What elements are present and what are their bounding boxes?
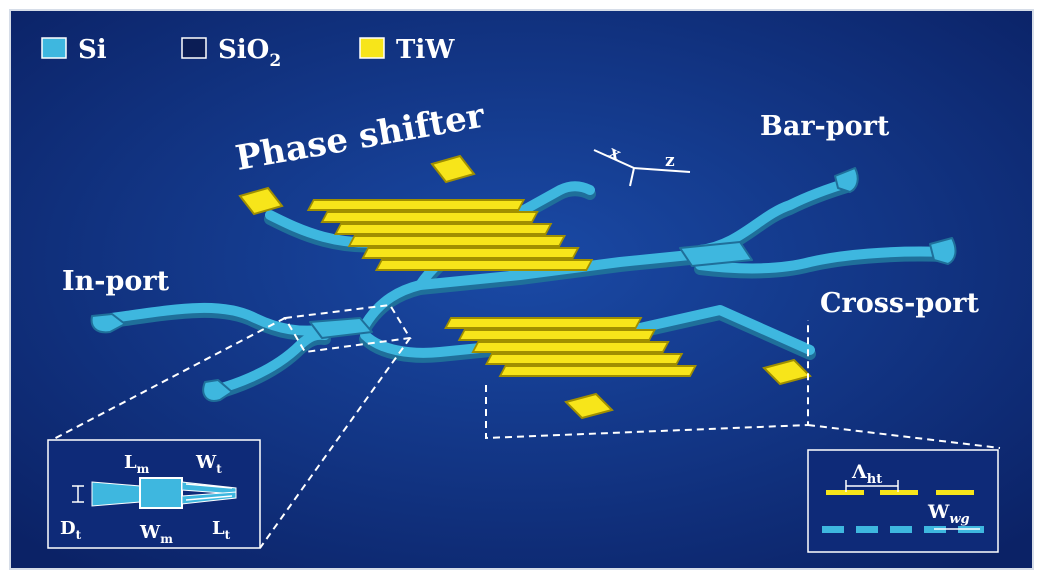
legend-swatch-si: [41, 37, 67, 59]
inset-heater-strips: [826, 490, 974, 495]
legend-label-sio2: SiO2: [218, 35, 281, 71]
grating-coupler-in-lower: [202, 379, 233, 402]
legend-label-tiw: TiW: [396, 35, 455, 65]
heater-upper-bar-6: [374, 259, 594, 271]
inset-wg-strip-2: [856, 526, 878, 533]
grating-coupler-in: [90, 313, 126, 334]
inset-heater: Λht Wwg: [807, 449, 999, 553]
inset-heater-strip-3: [936, 490, 974, 495]
inset-wt-label: Wt: [195, 452, 222, 476]
zoom-lines: [47, 303, 1001, 549]
inset-coupler: Lm Wt Dt Wm Lt: [47, 439, 261, 549]
heater-upper-bar-2: [320, 211, 539, 223]
inset-heater-strip-2: [880, 490, 918, 495]
inset-heater-frame: [807, 449, 999, 553]
output-coupler: [679, 241, 753, 267]
heater-upper-bar-4: [347, 235, 567, 247]
heater-upper-bar-3: [334, 223, 553, 235]
heater-lower-bar-4: [484, 353, 684, 365]
inset-wm-label: Wm: [139, 522, 173, 546]
heater-lower-bar-5: [498, 365, 697, 377]
heater-lower-pad-left: [564, 392, 614, 420]
upper-arm-waveguide: [360, 250, 695, 330]
heater-lower-bar-3: [471, 341, 670, 353]
axis-tick: [629, 167, 635, 187]
legend: Si SiO2 TiW: [41, 35, 455, 71]
heater-lower: [444, 317, 812, 420]
grating-coupler-bar: [834, 167, 859, 193]
inset-wwg-label: Wwg: [927, 501, 970, 527]
label-cross-port: Cross-port: [820, 288, 979, 319]
heater-upper-pad-right: [430, 154, 476, 184]
bar-port-waveguide: [695, 177, 855, 255]
heater-upper: [238, 154, 594, 271]
inset-lm-label: Lm: [124, 452, 150, 476]
in-port-waveguide: [107, 302, 325, 336]
legend-swatch-sio2: [181, 37, 207, 59]
grating-coupler-cross: [929, 237, 957, 265]
axis-z-label: z: [665, 151, 675, 171]
zoom-box-heater: [485, 320, 809, 440]
heater-lower-bar-2: [457, 329, 657, 341]
input-coupler: [309, 317, 373, 339]
inset-heater-strip-1: [826, 490, 864, 495]
inset-wg-strip-3: [890, 526, 912, 533]
heater-upper-bar-1: [306, 199, 526, 211]
inset-left-taper: [91, 481, 141, 507]
cross-port-waveguide: [695, 246, 950, 274]
heater-upper-pad-left: [238, 186, 284, 216]
label-in-port: In-port: [62, 266, 170, 297]
inset-lambda-label: Λht: [851, 461, 882, 487]
axis-indicator: [593, 149, 691, 187]
legend-label-si: Si: [78, 35, 107, 65]
inset-lt-label: Lt: [212, 518, 231, 542]
label-bar-port: Bar-port: [760, 111, 890, 142]
heater-lower-bar-1: [444, 317, 643, 329]
inset-wg-strip-1: [822, 526, 844, 533]
inset-dt-label: Dt: [60, 518, 82, 542]
heater-upper-bar-5: [361, 247, 580, 259]
legend-swatch-tiw: [359, 37, 385, 59]
heater-lower-pad-right: [762, 358, 812, 386]
inset-mmi: [139, 477, 183, 509]
